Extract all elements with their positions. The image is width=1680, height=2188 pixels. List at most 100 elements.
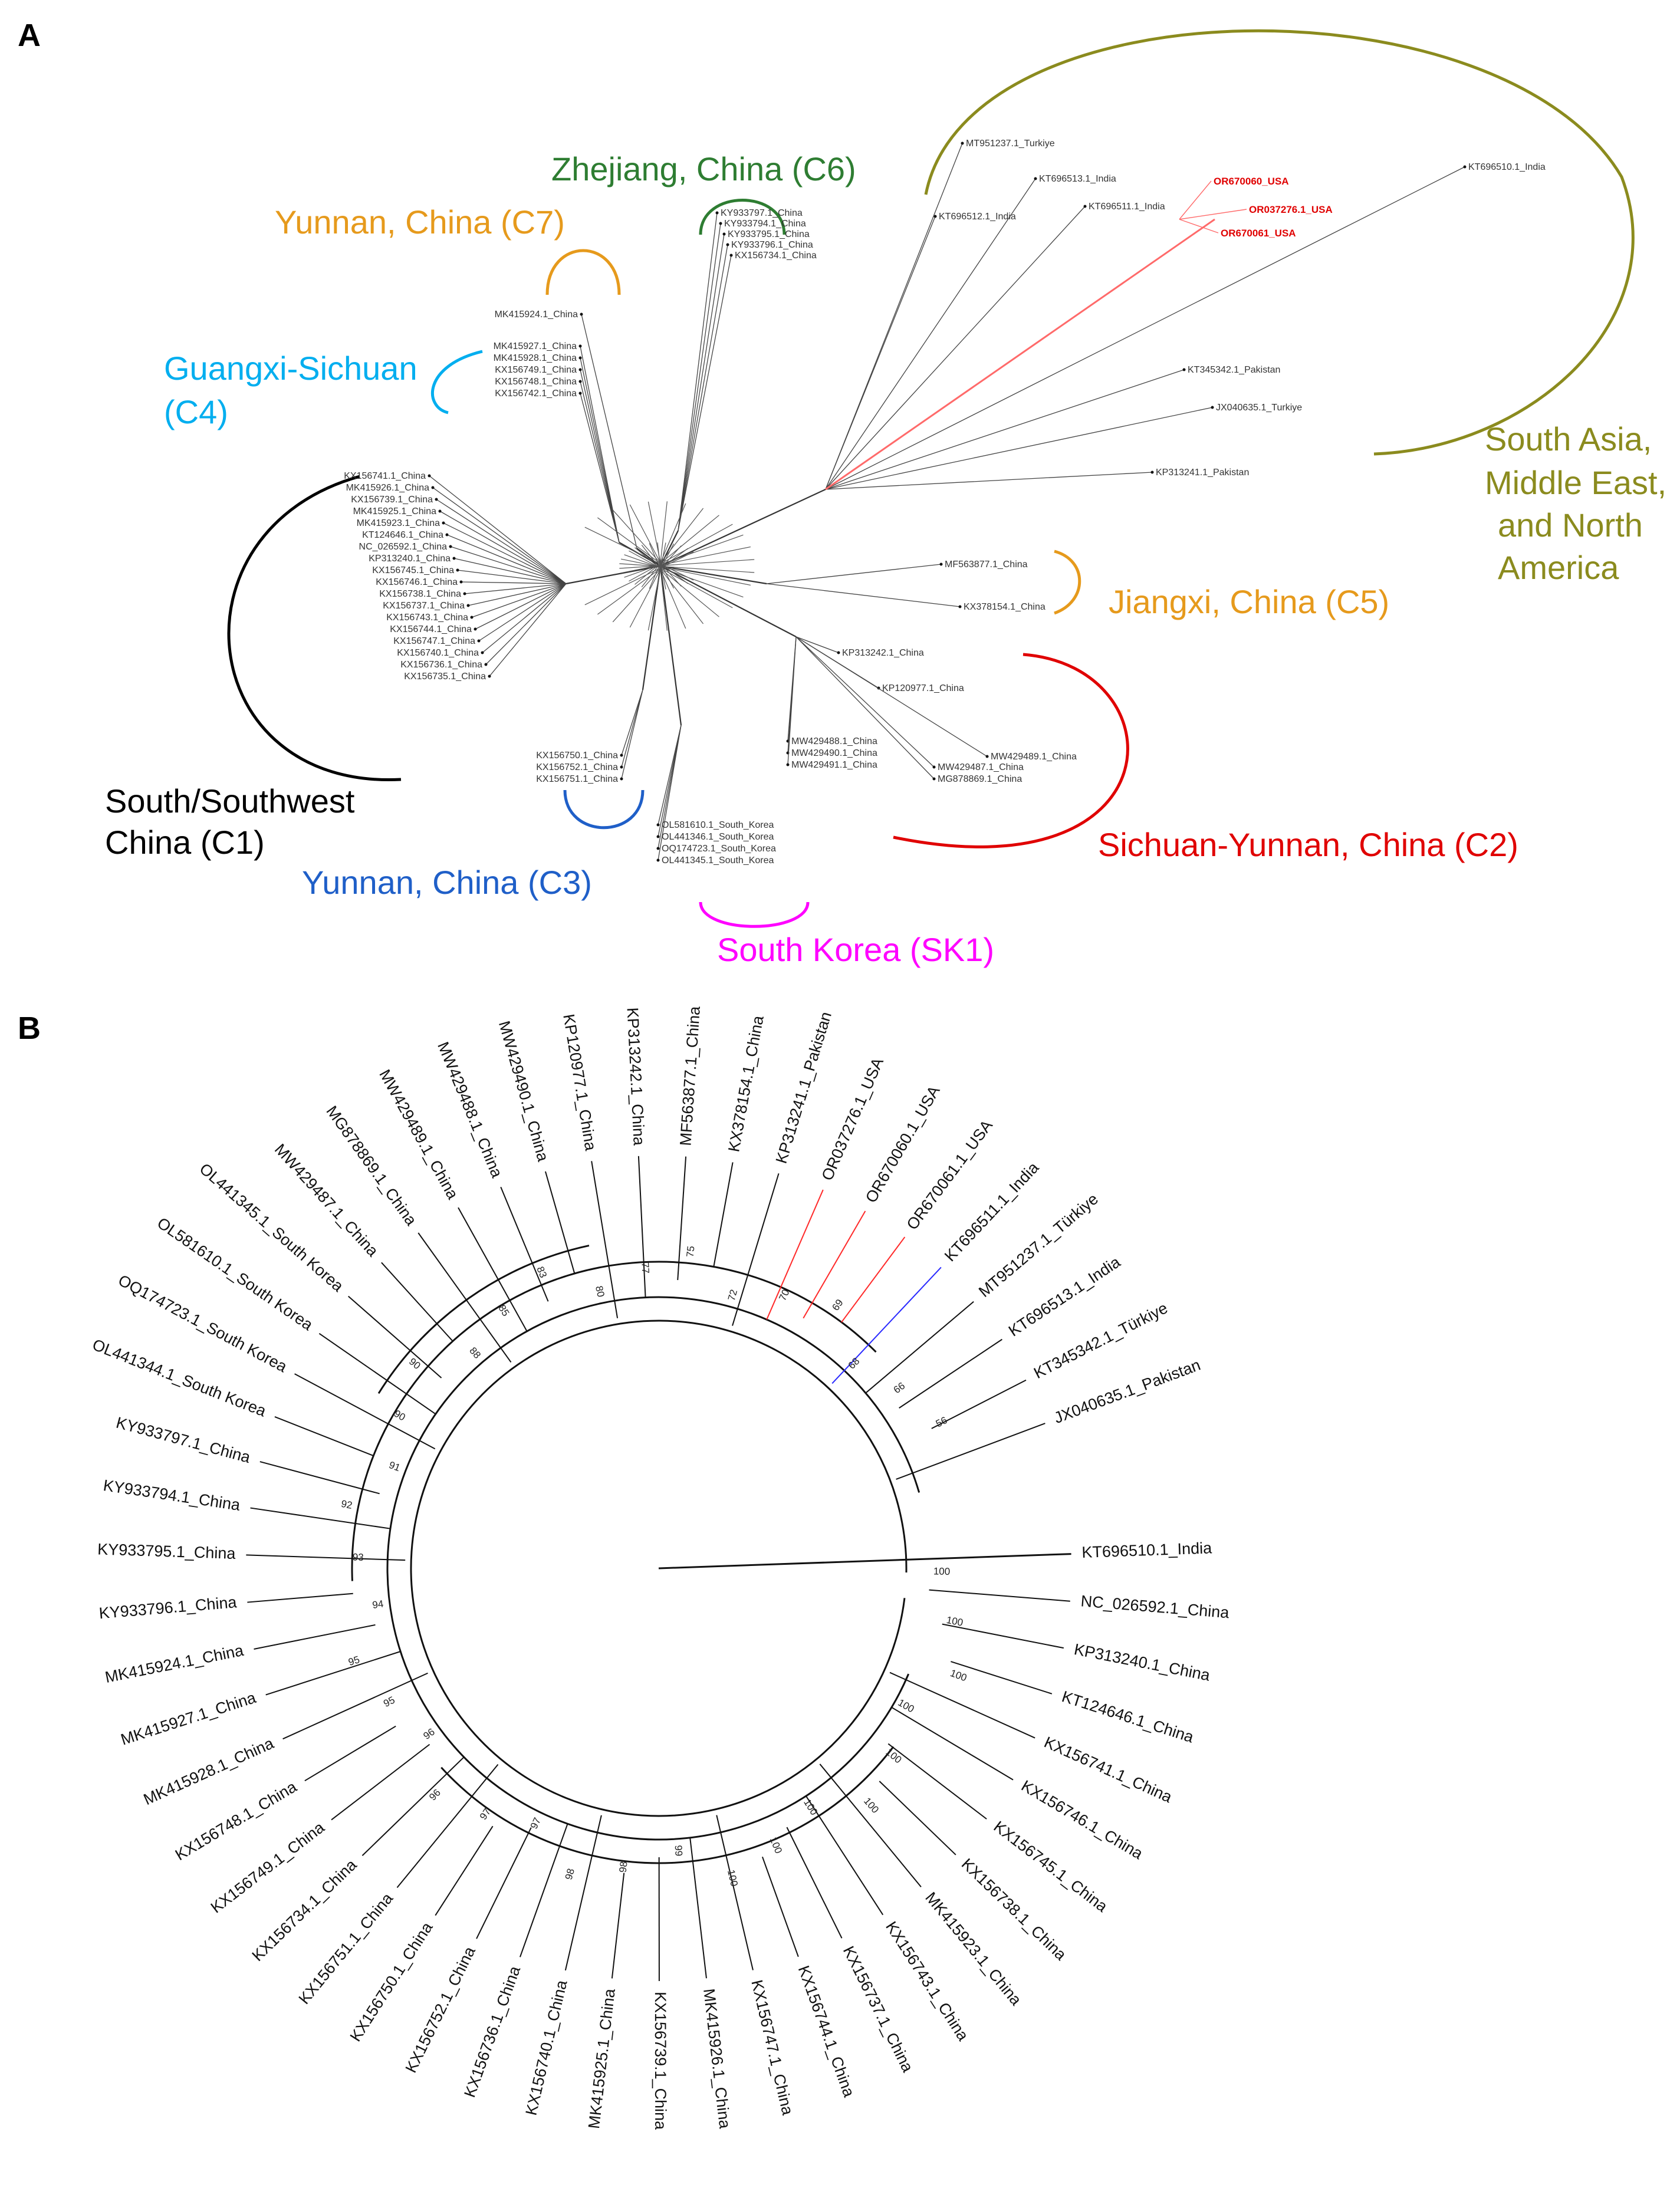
tip-label: OL441345.1_South_Korea [662,856,774,866]
tip-branch [678,244,728,531]
leaf-branch [942,1623,1064,1649]
tip-branch [461,581,567,584]
bracket-c2 [893,653,1129,848]
bootstrap-label: 93 [353,1552,364,1563]
bracket-c6 [699,199,786,235]
leaf-label: MW429488.1_China [434,1039,506,1181]
split-edge [647,542,666,631]
split-edge [621,546,751,574]
split-edge [584,551,694,606]
tip-branch [429,475,567,584]
tip-node [578,356,582,360]
bracket-sk1 [699,901,810,928]
tip-label: KY933797.1_China [721,208,803,218]
clade-label-c5: Jiangxi, China (C5) [1109,583,1389,620]
tip-node [445,533,449,537]
tip-label: OL441346.1_South_Korea [662,832,774,842]
tip-branch [436,499,567,584]
leaf-label: KY933794.1_China [102,1476,242,1514]
split-edge [624,554,744,598]
tip-label: MK415927.1_China [494,341,577,351]
leaf-branch [887,1743,987,1820]
bootstrap-label: 95 [382,1695,396,1710]
panel-b-circular-tree: B KT696510.1_IndiaNC_026592.1_ChinaKP313… [18,1005,1230,2130]
tip-branch [443,522,567,584]
tip-branch [795,636,935,779]
tip-node [481,651,484,654]
tip-node [961,142,964,145]
clade-label-c4: Guangxi-Sichuan (C4) [164,350,417,430]
tip-branch [485,583,567,665]
tip-label: MF563877.1_China [945,560,1028,570]
clade-label-line: South Asia, [1485,420,1652,458]
bootstrap-label: 100 [884,1746,904,1766]
trunk-sa [660,489,826,567]
tip-label: KX156748.1_China [495,377,577,387]
leaf-label: KP313242.1_China [624,1007,648,1146]
leaf-branch [929,1589,1070,1602]
split-edge [629,543,675,628]
clade-label-line: Guangxi-Sichuan [164,350,417,387]
leaf-branch [476,1827,532,1939]
tip-node [428,474,431,478]
split-edge [629,504,675,589]
tip-label: MT951237.1_Turkiye [966,139,1055,149]
tip-group-sk1: OL581610.1_South_KoreaOL441346.1_South_K… [662,820,776,866]
leaf-branch [247,1593,353,1603]
tip-label: OQ174723.1_South_Korea [662,844,776,854]
split-edge [619,559,755,569]
tip-branch [581,314,637,549]
usa-branch [825,218,1215,491]
tip-branch [482,583,567,653]
split-edge [641,544,704,624]
tip-label: KX156734.1_China [735,251,817,261]
leaf-branch [265,1651,401,1696]
leaf-branch [361,1756,465,1856]
tip-group-c6: KY933797.1_ChinaKY933794.1_ChinaKY933795… [721,208,817,261]
bootstrap-label: 100 [862,1795,881,1815]
bootstrap-label: 90 [392,1408,407,1423]
leaf-label: KX156741.1_China [1041,1733,1175,1807]
tip-label: KX156752.1_China [536,762,618,772]
leaf-label: MK415927.1_China [119,1689,258,1749]
leaf-branch [689,1837,707,1979]
network-core [584,501,755,631]
split-edge [597,517,688,584]
tip-node [578,344,582,348]
tip-branch [450,546,567,584]
tip-group-c2: KP313242.1_ChinaKP120977.1_ChinaMW429488… [791,648,1077,784]
tip-node [933,215,937,218]
leaf-label: KY933796.1_China [98,1593,238,1622]
leaf-branch [637,1156,646,1298]
leaf-branch [803,1210,866,1319]
tree-branches [246,1156,1071,1982]
clade-label-sk1: South Korea (SK1) [717,931,994,968]
trunk-sk1 [659,565,682,726]
bootstrap-label: 100 [725,1868,740,1887]
tip-node [786,763,790,766]
leaf-branch [879,1781,956,1855]
clade-label-line: Middle East, [1485,464,1666,501]
tip-branch [471,583,567,618]
bootstrap-label: 77 [639,1262,651,1274]
tip-label: KX156736.1_China [400,660,482,670]
highlight-tip-label: OR670061_USA [1221,228,1296,239]
tip-branch [825,369,1185,490]
leaf-branch [274,1416,374,1456]
tip-label: KX156742.1_China [495,389,577,399]
tip-label: MW429487.1_China [938,762,1024,772]
tip-node [456,568,459,572]
tip-node [470,616,474,619]
trunk-c5 [660,565,767,585]
tip-branch [475,583,567,630]
tip-label: KT696512.1_India [939,212,1016,222]
tip-label: KX378154.1_China [964,602,1046,612]
tip-node [656,858,660,862]
tip-branch [621,689,643,768]
tip-label: KX156737.1_China [383,601,465,611]
tip-branch [825,206,1086,490]
clade-label-c7: Yunnan, China (C7) [275,203,565,241]
ring-backbone [377,1245,590,1394]
tip-label: KX156751.1_China [536,774,618,784]
tip-branch [825,472,1153,490]
